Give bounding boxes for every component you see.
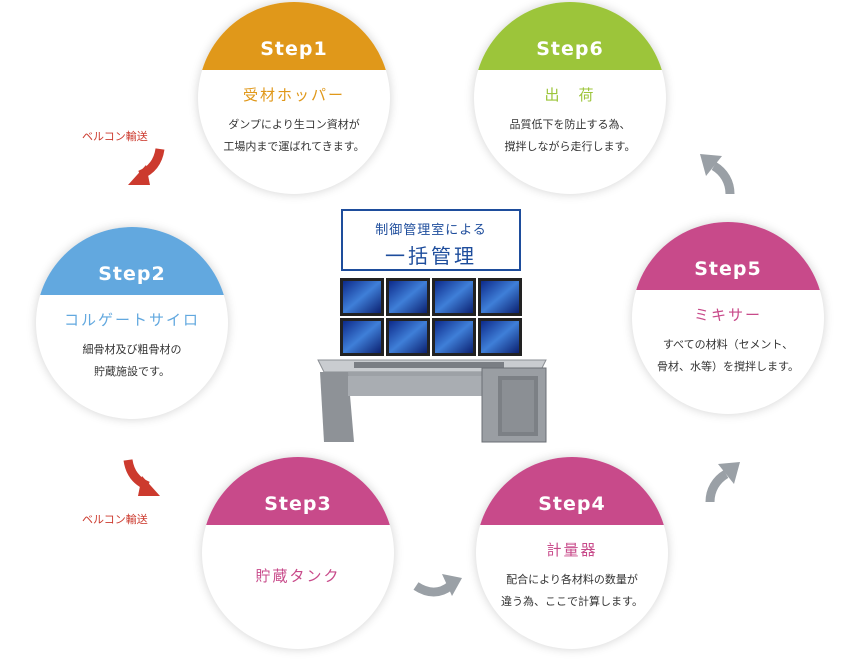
step5-header: Step5 [632,222,824,290]
step6-desc-line1: 品質低下を防止する為、 [509,118,631,131]
step4-header: Step4 [476,457,668,525]
step2-desc-line2: 貯蔵施設です。 [94,365,170,378]
step6-desc-line2: 撹拌しながら走行します。 [504,140,636,153]
step4-title: Step4 [538,493,606,515]
step5-title: Step5 [694,258,762,280]
step5-desc: すべての材料（セメント、 骨材、水等）を撹拌します。 [640,334,816,378]
control-room-label-line2: 一括管理 [385,244,477,268]
step3-title: Step3 [264,493,332,515]
step2-circle: Step2 コルゲートサイロ 細骨材及び粗骨材の 貯蔵施設です。 [36,227,228,419]
transfer-label-2: ベルコン輸送 [82,513,148,526]
step1-desc: ダンプにより生コン資材が 工場内まで運ばれてきます。 [206,114,382,158]
step5-circle: Step5 ミキサー すべての材料（セメント、 骨材、水等）を撹拌します。 [632,222,824,414]
step1-header: Step1 [198,2,390,70]
control-room-label: 制御管理室による 一括管理 [341,209,521,271]
transfer-label-1: ベルコン輸送 [82,130,148,143]
control-room-label-line1: 制御管理室による [375,223,487,238]
step4-desc-line2: 違う為、ここで計算します。 [501,595,643,608]
flow-arrow-5-6-icon [700,154,735,195]
flow-arrow-3-4-icon [413,574,462,597]
step4-desc-line1: 配合により各材料の数量が [506,573,638,586]
step5-name: ミキサー [693,306,762,324]
step4-name: 計量器 [546,541,598,559]
step4-circle: Step4 計量器 配合により各材料の数量が 違う為、ここで計算します。 [476,457,668,649]
transfer-arrow-1-icon [128,148,165,185]
step2-desc: 細骨材及び粗骨材の 貯蔵施設です。 [44,339,220,383]
step6-title: Step6 [536,38,604,60]
step1-name: 受材ホッパー [242,86,345,104]
step6-circle: Step6 出 荷 品質低下を防止する為、 撹拌しながら走行します。 [474,2,666,194]
step1-desc-line2: 工場内まで運ばれてきます。 [223,140,365,153]
flow-arrow-4-5-icon [705,462,740,503]
step1-desc-line1: ダンプにより生コン資材が [228,118,360,131]
monitor-row-bottom [340,318,522,356]
step3-header: Step3 [202,457,394,525]
control-desk-illustration [317,278,547,443]
step5-desc-line2: 骨材、水等）を撹拌します。 [657,360,799,373]
step3-name: 貯蔵タンク [255,567,341,585]
step6-name: 出 荷 [544,86,596,104]
step1-title: Step1 [260,38,328,60]
step6-header: Step6 [474,2,666,70]
step1-circle: Step1 受材ホッパー ダンプにより生コン資材が 工場内まで運ばれてきます。 [198,2,390,194]
step2-header: Step2 [36,227,228,295]
step4-desc: 配合により各材料の数量が 違う為、ここで計算します。 [484,569,660,613]
step2-name: コルゲートサイロ [63,311,200,329]
step2-title: Step2 [98,263,166,285]
step6-desc: 品質低下を防止する為、 撹拌しながら走行します。 [482,114,658,158]
step5-desc-line1: すべての材料（セメント、 [662,338,794,351]
step2-desc-line1: 細骨材及び粗骨材の [82,343,182,356]
transfer-arrow-2-icon [123,459,160,496]
step3-circle: Step3 貯蔵タンク [202,457,394,649]
monitor-row-top [340,278,522,316]
